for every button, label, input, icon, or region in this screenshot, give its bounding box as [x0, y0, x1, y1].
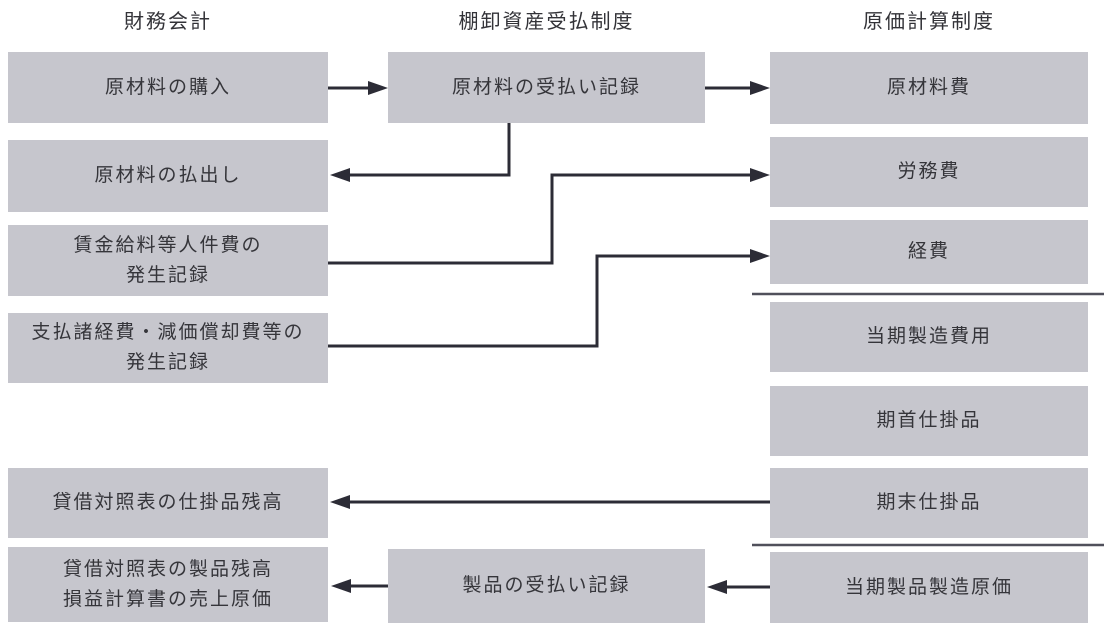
- connector-ending-wip-to-bs-wip-balance: [330, 495, 770, 509]
- connector-purchase-to-receipt-record: [328, 81, 388, 95]
- column-header-inventory-receipt-payment-system: 棚卸資産受払制度: [458, 10, 635, 33]
- box-ending-wip: 期末仕掛品: [770, 468, 1088, 538]
- box-raw-material-issue: 原材料の払出し: [8, 140, 328, 212]
- connector-receipt-record-to-issue: [330, 123, 511, 182]
- box-current-period-cogm: 当期製品製造原価: [770, 552, 1088, 623]
- connector-cogm-to-product-receipt-record: [707, 580, 770, 594]
- box-product-receipt-record: 製品の受払い記録: [388, 549, 705, 623]
- box-paid-expenses-depreciation-record: 支払諸経費・減価償却費等の 発生記録: [8, 313, 328, 383]
- box-bs-wip-balance: 貸借対照表の仕掛品残高: [8, 468, 328, 538]
- box-labor-cost: 労務費: [770, 137, 1088, 207]
- box-current-period-mfg-cost: 当期製造費用: [770, 302, 1088, 372]
- connector-product-receipt-record-to-bs-product: [331, 579, 388, 593]
- box-wages-personnel-cost-record: 賃金給料等人件費の 発生記録: [8, 225, 328, 296]
- box-raw-material-receipt-record: 原材料の受払い記録: [388, 52, 705, 123]
- connector-wages-record-to-labor-cost: [328, 168, 770, 265]
- box-raw-material-cost: 原材料費: [770, 52, 1088, 124]
- box-beginning-wip: 期首仕掛品: [770, 386, 1088, 456]
- connector-receipt-record-to-material-cost: [705, 81, 770, 95]
- box-bs-product-balance-cogs: 貸借対照表の製品残高 損益計算書の売上原価: [8, 547, 328, 622]
- connector-paid-expenses-record-to-expense: [328, 249, 770, 348]
- column-header-financial-accounting: 財務会計: [124, 10, 212, 33]
- column-header-cost-accounting-system: 原価計算制度: [863, 10, 995, 33]
- box-raw-material-purchase: 原材料の購入: [8, 52, 328, 123]
- box-expense: 経費: [770, 220, 1088, 284]
